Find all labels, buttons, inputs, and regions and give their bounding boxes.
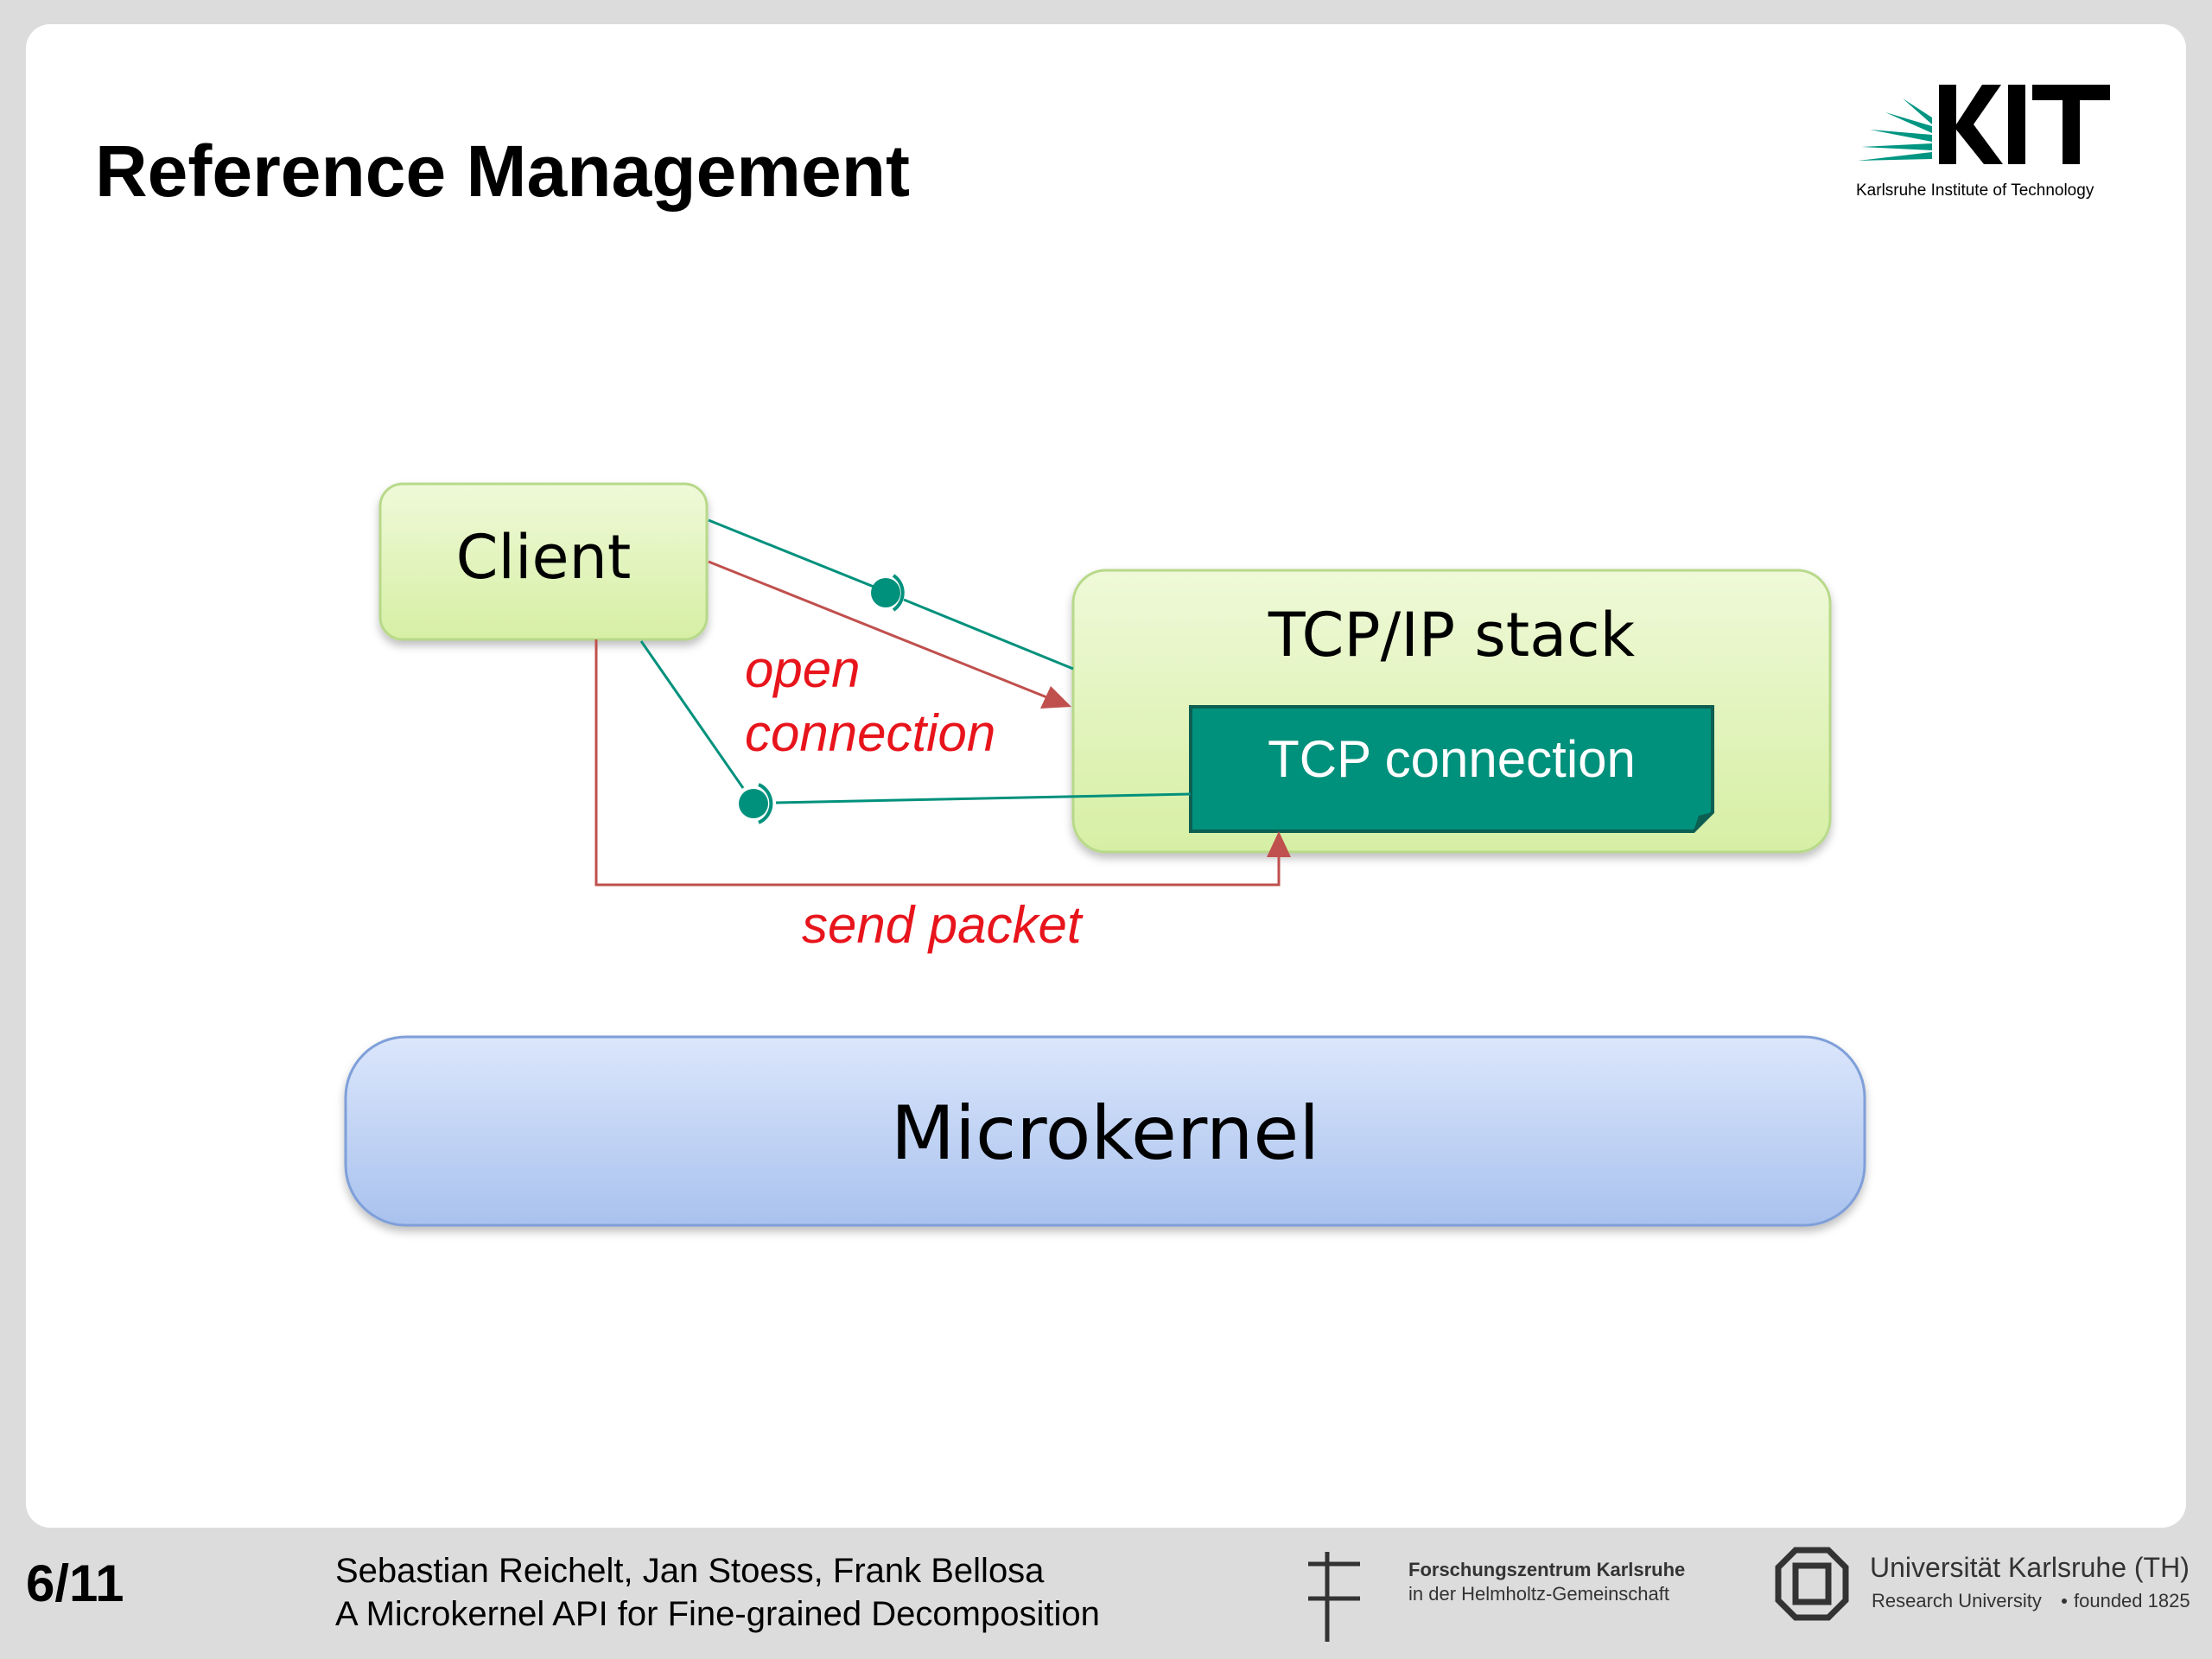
fzk-line2: in der Helmholtz-Gemeinschaft — [1408, 1583, 1670, 1605]
open-connection-arrowhead — [1040, 686, 1071, 709]
reference-endpoint-stack — [871, 578, 900, 607]
microkernel-label: Microkernel — [890, 1090, 1320, 1177]
reference-socket-stack — [892, 574, 905, 612]
open-connection-arrow-line — [708, 560, 1050, 700]
fzk-line1: Forschungszentrum Karlsruhe — [1408, 1559, 1686, 1580]
open-connection-annotation-line2: connection — [745, 704, 996, 762]
send-packet-arrowhead — [1267, 831, 1291, 857]
page-number: 6/11 — [26, 1554, 124, 1612]
footer-authors: Sebastian Reichelt, Jan Stoess, Frank Be… — [335, 1552, 1045, 1590]
reference-line-client-stack-a — [708, 518, 887, 594]
reference-endpoint-connection — [739, 789, 768, 818]
kit-tagline: Karlsruhe Institute of Technology — [1856, 181, 2094, 200]
client-label: Client — [455, 522, 632, 593]
slide-title: Reference Management — [95, 130, 910, 212]
tcp-connection-label: TCP connection — [1268, 730, 1636, 788]
send-packet-arrow-line — [594, 639, 1281, 887]
uka-line2: Research University — [1872, 1590, 2042, 1611]
client-box — [378, 482, 709, 641]
kit-logo: Karlsruhe Institute of Technology — [1849, 76, 2126, 214]
uka-logo — [1775, 1547, 1849, 1621]
fzk-logo — [1308, 1552, 1360, 1642]
send-packet-annotation: send packet — [802, 896, 1082, 954]
reference-line-client-stack-b — [903, 598, 1074, 671]
reference-line-client-connection-b — [775, 792, 1192, 804]
uka-line3: founded 1825 — [2074, 1590, 2190, 1611]
tcp-connection-fold — [1694, 812, 1713, 831]
microkernel-box — [344, 1035, 1866, 1227]
uka-line1: Universität Karlsruhe (TH) — [1870, 1552, 2190, 1583]
reference-line-client-connection-a — [639, 640, 745, 789]
kit-logo-mark: Karlsruhe Institute of Technology — [1856, 85, 2110, 200]
reference-socket-connection — [758, 783, 773, 824]
open-connection-annotation-line1: open — [745, 640, 861, 698]
footer-talk-title: A Microkernel API for Fine-grained Decom… — [335, 1595, 1100, 1633]
uka-separator — [2062, 1599, 2067, 1604]
tcpip-stack-label: TCP/IP stack — [1268, 600, 1636, 671]
